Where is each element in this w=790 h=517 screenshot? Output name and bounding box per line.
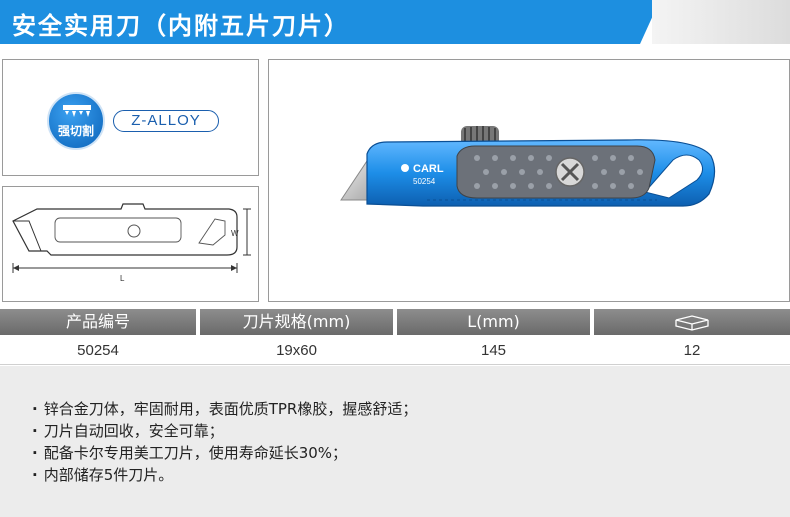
badge-label: 强切割 xyxy=(57,124,94,138)
dimension-panel: W L xyxy=(2,186,259,302)
material-badge: Z-ALLOY xyxy=(113,110,219,132)
table-row: 50254 19x60 145 12 xyxy=(0,337,790,365)
hang-hole-outline xyxy=(198,218,226,246)
title-tail xyxy=(652,0,790,44)
dimension-diagram: W L xyxy=(12,203,251,283)
brand-logo: CARL 50254 xyxy=(401,163,444,186)
cell-product-no: 50254 xyxy=(77,342,119,359)
title-bar: 安全实用刀（内附五片刀片） xyxy=(0,0,640,44)
feature-panel: 强切割 Z-ALLOY xyxy=(2,59,259,176)
screw-outline xyxy=(127,224,141,238)
cell-length: 145 xyxy=(480,342,507,359)
length-label: L xyxy=(120,274,125,283)
grip-dots xyxy=(474,155,643,189)
header-product-no: 产品编号 xyxy=(0,309,196,335)
width-label: W xyxy=(231,229,239,238)
product-photo-panel: CARL 50254 xyxy=(268,59,790,302)
blade-outline xyxy=(13,220,42,252)
package-box-icon xyxy=(675,315,709,331)
list-item: 配备卡尔专用美工刀片，使用寿命延长30%； xyxy=(32,442,417,464)
list-item: 锌合金刀体，牢固耐用，表面优质TPR橡胶，握感舒适； xyxy=(32,398,418,420)
strong-cut-icon xyxy=(63,105,91,117)
header-package xyxy=(594,309,790,335)
header-blade-spec: 刀片规格(mm) xyxy=(200,309,393,335)
header-length: L(mm) xyxy=(397,309,590,335)
brand-name: CARL xyxy=(413,163,444,175)
hang-hole xyxy=(644,154,703,199)
cell-package-qty: 12 xyxy=(683,342,701,359)
model-number: 50254 xyxy=(413,177,436,186)
table-header: 产品编号 刀片规格(mm) L(mm) xyxy=(0,309,790,335)
description-panel: 锌合金刀体，牢固耐用，表面优质TPR橡胶，握感舒适； 刀片自动回收，安全可靠； … xyxy=(0,366,790,517)
list-item: 刀片自动回收，安全可靠； xyxy=(32,420,417,442)
grip-outline xyxy=(54,217,182,243)
page-title: 安全实用刀（内附五片刀片） xyxy=(12,12,350,40)
product-photo: CARL 50254 xyxy=(340,126,716,207)
feature-list: 锌合金刀体，牢固耐用，表面优质TPR橡胶，握感舒适； 刀片自动回收，安全可靠； … xyxy=(32,398,418,486)
cell-blade-spec: 19x60 xyxy=(276,342,317,359)
list-item: 内部储存5件刀片。 xyxy=(32,464,417,486)
strong-cut-badge: 强切割 xyxy=(47,92,105,150)
knife-outline xyxy=(12,203,238,256)
screw xyxy=(555,157,585,187)
